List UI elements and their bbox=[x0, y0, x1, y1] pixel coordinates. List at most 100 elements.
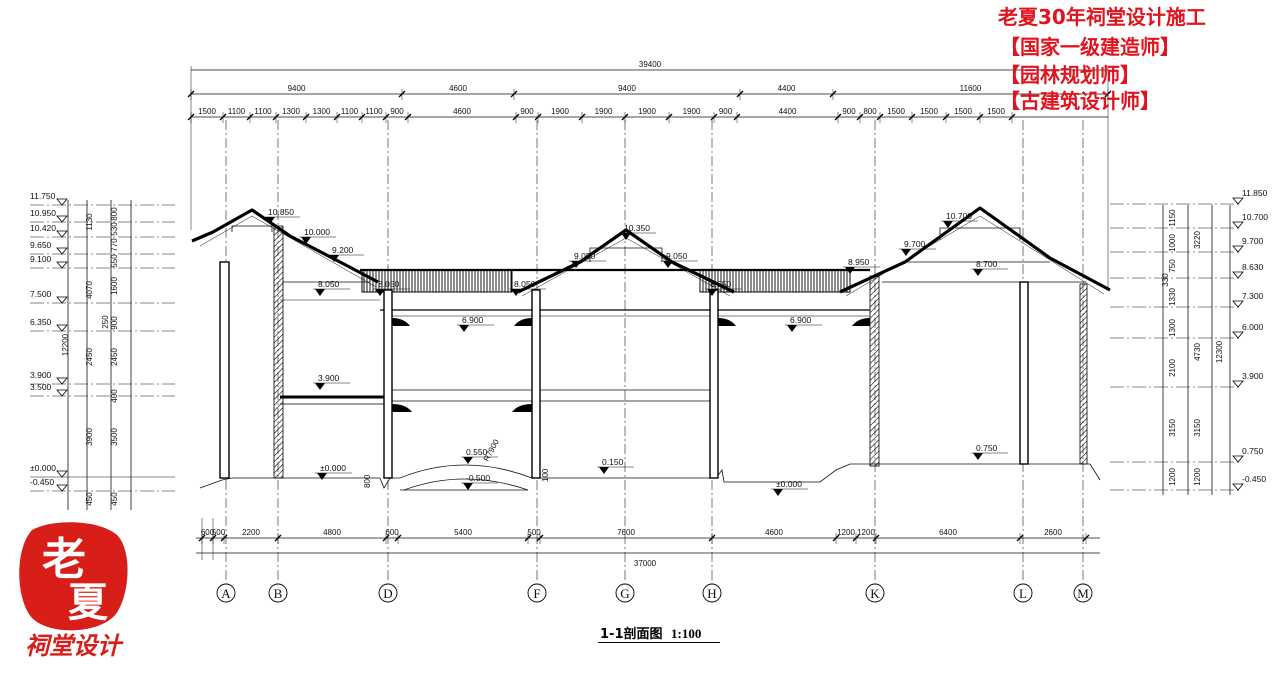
inner-level-15: ±0.000 bbox=[776, 479, 802, 489]
left-level-column: 11.75010.95010.4209.6509.1007.5006.3503.… bbox=[30, 191, 175, 510]
right-level-triangle bbox=[1232, 271, 1244, 279]
left-level-1: 10.950 bbox=[30, 208, 56, 218]
axis-bubble bbox=[615, 583, 635, 603]
dim-bottom-row1-9: 1200 bbox=[837, 528, 855, 537]
level-triangle bbox=[599, 467, 609, 474]
right-dim-inner-5: 1300 bbox=[1168, 319, 1177, 337]
dim-top-row3-7: 900 bbox=[390, 107, 404, 116]
level-triangle bbox=[973, 269, 983, 276]
dim-bottom-row1-7: 7600 bbox=[617, 528, 635, 537]
right-level-triangle bbox=[1232, 455, 1244, 463]
level-triangle bbox=[315, 289, 325, 296]
inner-level-5: 3.900 bbox=[318, 373, 340, 383]
left-level-0: 11.750 bbox=[30, 191, 56, 201]
right-dim-mid-2: 3150 bbox=[1193, 419, 1202, 437]
inner-level-12: 0.550 bbox=[466, 447, 488, 457]
inner-level-10: 6.900 bbox=[462, 315, 484, 325]
level-triangle bbox=[463, 483, 473, 490]
watermark-line-2: 【国家一级建造师】 bbox=[1000, 35, 1180, 59]
dim-top-row3-11: 1900 bbox=[595, 107, 613, 116]
level-triangle bbox=[621, 233, 631, 240]
dim-top-row2-3: 4400 bbox=[778, 84, 796, 93]
inner-level-1: 10.000 bbox=[304, 227, 330, 237]
right-dim-mid-1: 4730 bbox=[1193, 343, 1202, 361]
left-level-4: 9.100 bbox=[30, 254, 52, 264]
left-dim-inner-4: 1600 bbox=[110, 277, 119, 295]
left-dim-outer-4: 450 bbox=[85, 492, 94, 506]
dim-top-row3-10: 1900 bbox=[551, 107, 569, 116]
level-triangle bbox=[787, 325, 797, 332]
seal-char-2: 夏 bbox=[68, 579, 109, 626]
level-triangle bbox=[463, 457, 473, 464]
axis-label-F: F bbox=[533, 586, 540, 601]
inner-level-3: 8.050 bbox=[318, 279, 340, 289]
level-triangle bbox=[317, 473, 327, 480]
dim-top-row3-20: 1500 bbox=[954, 107, 972, 116]
right-level-0: 11.850 bbox=[1242, 188, 1268, 198]
inner-level-8: 9.050 bbox=[574, 251, 596, 261]
left-dim-inner-0: 800 bbox=[110, 207, 119, 221]
column-f bbox=[531, 289, 541, 479]
wall-b bbox=[273, 225, 284, 479]
left-dim-mid-2: 400 bbox=[110, 389, 119, 403]
left-level-3: 9.650 bbox=[30, 240, 52, 250]
inner-level-21: 8.050 bbox=[514, 279, 536, 289]
dim-top-row3-16: 900 bbox=[842, 107, 856, 116]
left-level-5: 7.500 bbox=[30, 289, 52, 299]
dim-bottom-row1-6: 500 bbox=[527, 528, 541, 537]
left-dim-inner-5: 250 bbox=[101, 315, 110, 329]
level-triangle bbox=[663, 261, 673, 268]
inner-level-19: 8.700 bbox=[976, 259, 998, 269]
left-level-6: 6.350 bbox=[30, 317, 52, 327]
inner-level-6: ±0.000 bbox=[320, 463, 346, 473]
right-level-triangle bbox=[1232, 221, 1244, 229]
inner-level-18: 8.950 bbox=[848, 257, 870, 267]
dim-bottom-row1-2: 2200 bbox=[242, 528, 260, 537]
column-a bbox=[219, 261, 230, 479]
watermark-line-4: 【古建筑设计师】 bbox=[1000, 89, 1160, 113]
right-level-7: 0.750 bbox=[1242, 446, 1264, 456]
left-dim-mid-4: 450 bbox=[110, 492, 119, 506]
dim-top-row3-12: 1900 bbox=[638, 107, 656, 116]
right-dim-inner-1: 1000 bbox=[1168, 234, 1177, 252]
left-level-triangle bbox=[56, 484, 68, 492]
drawing-caption: 1-1剖面图 1:100 bbox=[600, 623, 701, 642]
seal-script-text: 祠堂设计 bbox=[25, 631, 124, 660]
seal-logo: 老 夏 祠堂设计 bbox=[19, 522, 128, 660]
left-dim-inner-3: 550 bbox=[110, 254, 119, 268]
axis-label-D: D bbox=[383, 586, 392, 601]
right-level-8: -0.450 bbox=[1242, 474, 1266, 484]
axis-bubble bbox=[1073, 583, 1093, 603]
caption-underline bbox=[598, 642, 720, 643]
dim-top-row3-15: 4400 bbox=[779, 107, 797, 116]
dim-top-row3-5: 1100 bbox=[341, 107, 359, 116]
axis-bubble bbox=[268, 583, 288, 603]
watermark-line-1: 老夏30年祠堂设计施工 bbox=[998, 5, 1206, 29]
wall-k bbox=[869, 275, 880, 467]
left-dim-inner-6: 900 bbox=[110, 316, 119, 330]
right-level-triangle bbox=[1232, 197, 1244, 205]
dim-top-row3-17: 800 bbox=[863, 107, 877, 116]
left-level-triangle bbox=[56, 247, 68, 255]
inner-level-16: 10.700 bbox=[946, 211, 972, 221]
left-level-triangle bbox=[56, 198, 68, 206]
inner-level-14: 0.150 bbox=[602, 457, 624, 467]
right-level-triangle bbox=[1232, 380, 1244, 388]
axis-label-A: A bbox=[221, 586, 231, 601]
right-level-6: 3.900 bbox=[1242, 371, 1264, 381]
dim-top-row3-9: 900 bbox=[520, 107, 534, 116]
level-triangle bbox=[375, 289, 385, 296]
left-level-7: 3.900 bbox=[30, 370, 52, 380]
watermark-line-3: 【园林规划师】 bbox=[1000, 63, 1140, 87]
column-d bbox=[383, 289, 393, 479]
column-l bbox=[1019, 281, 1029, 465]
inner-level-20: 0.750 bbox=[976, 443, 998, 453]
level-triangle bbox=[773, 489, 783, 496]
right-dim-inner-6: 2100 bbox=[1168, 359, 1177, 377]
left-level-triangle bbox=[56, 215, 68, 223]
level-triangle bbox=[459, 325, 469, 332]
building-section bbox=[191, 206, 1111, 491]
level-triangle bbox=[329, 255, 339, 262]
level-triangle bbox=[511, 289, 521, 296]
